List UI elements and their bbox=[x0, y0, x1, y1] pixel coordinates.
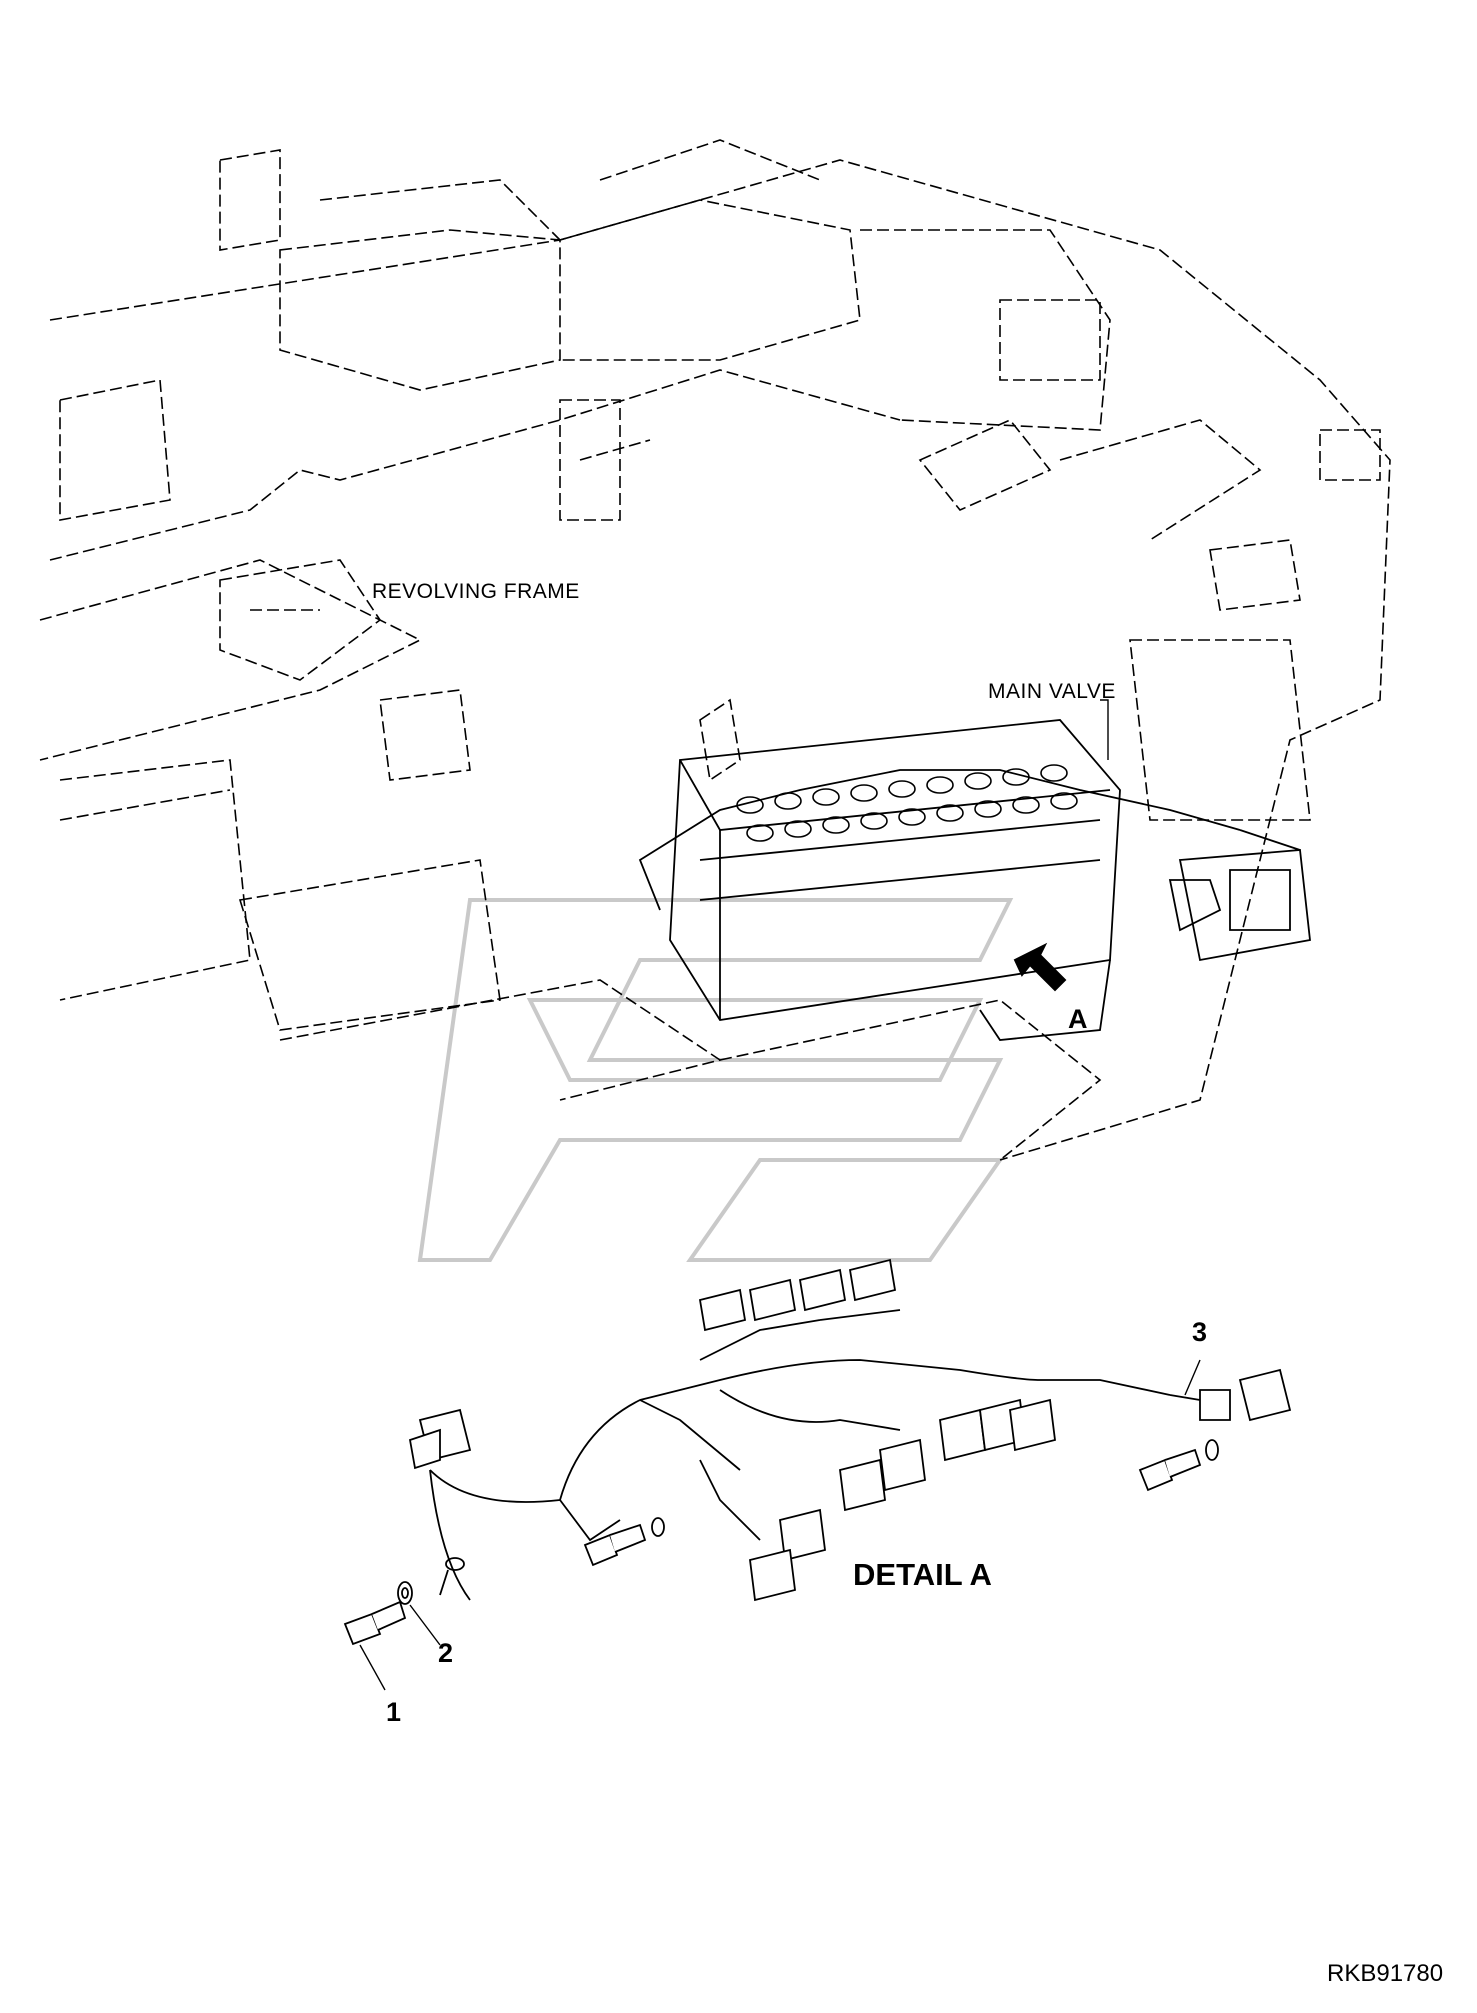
valve-port bbox=[1050, 792, 1078, 810]
callout-3: 3 bbox=[1192, 1317, 1207, 1347]
valve-port bbox=[936, 804, 964, 822]
bolt-part-1 bbox=[343, 1600, 407, 1646]
main-valve-drawing bbox=[669, 719, 1121, 1041]
valve-port bbox=[964, 772, 992, 790]
bracket-clamp-detail bbox=[1169, 1368, 1292, 1422]
valve-port bbox=[974, 800, 1002, 818]
drawing-code: RKB91780 bbox=[1327, 1960, 1443, 1987]
valve-port bbox=[784, 820, 812, 838]
valve-port bbox=[1012, 796, 1040, 814]
view-marker-label: A bbox=[1068, 1004, 1088, 1034]
main-valve-ports bbox=[736, 764, 1078, 842]
valve-port bbox=[850, 784, 878, 802]
valve-port bbox=[888, 780, 916, 798]
bolt-part-3-side bbox=[1138, 1439, 1219, 1492]
detail-a-harness-drawing bbox=[429, 1309, 1171, 1601]
valve-port bbox=[812, 788, 840, 806]
detail-a-connectors bbox=[408, 1258, 1056, 1602]
washer-part-2 bbox=[397, 1581, 413, 1605]
revolving-frame-drawing bbox=[39, 139, 1391, 1161]
valve-port bbox=[746, 824, 774, 842]
callout-1: 1 bbox=[386, 1697, 401, 1727]
valve-port bbox=[926, 776, 954, 794]
callout-2: 2 bbox=[438, 1638, 453, 1668]
leader-lines bbox=[359, 699, 1201, 1691]
valve-port bbox=[898, 808, 926, 826]
revolving-frame-label: REVOLVING FRAME bbox=[372, 580, 580, 603]
valve-port bbox=[1040, 764, 1068, 782]
valve-harness-drawing bbox=[638, 769, 1311, 962]
watermark-logo bbox=[417, 898, 1014, 1262]
main-valve-label: MAIN VALVE bbox=[988, 680, 1116, 703]
ring-terminal bbox=[439, 1557, 465, 1596]
detail-title: DETAIL A bbox=[853, 1557, 992, 1592]
valve-port bbox=[822, 816, 850, 834]
valve-port bbox=[860, 812, 888, 830]
view-arrow bbox=[1013, 942, 1067, 992]
bolt-middle bbox=[583, 1517, 665, 1567]
